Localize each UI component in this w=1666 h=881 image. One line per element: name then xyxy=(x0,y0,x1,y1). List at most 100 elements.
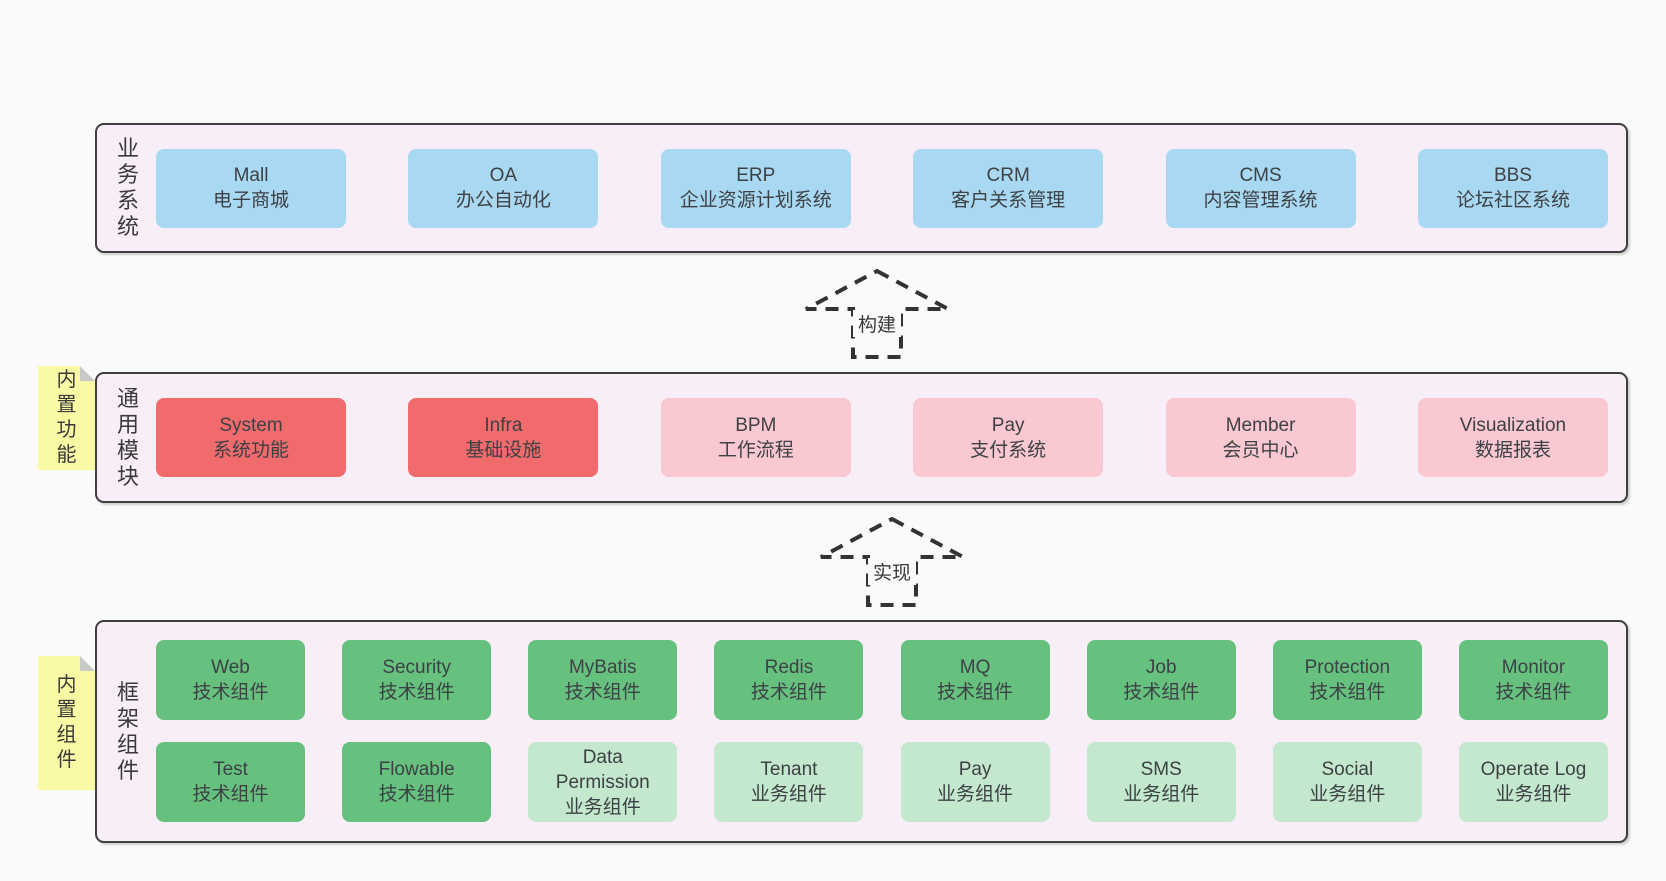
box-subtitle: 技术组件 xyxy=(750,682,827,703)
box-test: Test 技术组件 xyxy=(156,742,305,822)
box-operate-log: Operate Log 业务组件 xyxy=(1458,742,1608,822)
box-infra: Infra 基础设施 xyxy=(408,398,599,477)
arrow-implement: 实现 xyxy=(817,516,967,608)
box-subtitle: 业务组件 xyxy=(937,784,1014,805)
box-mq: MQ 技术组件 xyxy=(900,640,1050,720)
box-title: MQ xyxy=(959,657,991,678)
box-title: Web xyxy=(211,657,250,678)
box-subtitle: 支付系统 xyxy=(970,439,1047,461)
box-subtitle: 业务组件 xyxy=(1309,784,1386,805)
box-subtitle: 系统功能 xyxy=(212,439,289,461)
box-tenant: Tenant 业务组件 xyxy=(714,742,864,822)
box-title: Social xyxy=(1321,759,1374,780)
box-title: Flowable xyxy=(378,759,455,780)
box-subtitle: 技术组件 xyxy=(937,682,1014,703)
box-title: SMS xyxy=(1140,759,1182,780)
sticky-note-builtin-features-label: 内 置 功 能 xyxy=(56,369,77,466)
box-title: MyBatis xyxy=(568,657,637,678)
box-web: Web 技术组件 xyxy=(156,640,305,720)
box-subtitle: 技术组件 xyxy=(564,682,641,703)
box-system: System 系统功能 xyxy=(156,398,346,477)
box-title: Redis xyxy=(764,657,814,678)
box-subtitle: 技术组件 xyxy=(1309,682,1386,703)
box-row: Mall 电子商城 OA 办公自动化 ERP 企业资源计划系统 CRM 客户关系管理 CMS 内容… xyxy=(156,148,1608,228)
box-title: BPM xyxy=(735,414,777,436)
arrow-implement-label: 实现 xyxy=(867,558,917,585)
section-business-systems: 业 务 系 统 Mall 电子商城 OA 办公自动化 ERP 企业资源计划系统 CRM 客户关… xyxy=(95,123,1628,253)
box-job: Job 技术组件 xyxy=(1086,640,1236,720)
box-crm: CRM 客户关系管理 xyxy=(913,148,1104,228)
box-monitor: Monitor 技术组件 xyxy=(1458,640,1608,720)
box-member: Member 会员中心 xyxy=(1165,398,1356,477)
box-subtitle: 技术组件 xyxy=(192,682,269,703)
section-label-common-modules: 通 用 模 块 xyxy=(116,385,139,489)
box-redis: Redis 技术组件 xyxy=(714,640,864,720)
box-subtitle: 论坛社区系统 xyxy=(1455,190,1570,211)
box-title: Member xyxy=(1225,414,1296,436)
box-title: CMS xyxy=(1239,165,1282,186)
box-subtitle: 技术组件 xyxy=(1495,682,1572,703)
box-bpm: BPM 工作流程 xyxy=(660,398,851,477)
box-subtitle: 技术组件 xyxy=(378,682,455,703)
arrow-up-dashed-icon xyxy=(820,516,964,607)
box-pay: Pay 业务组件 xyxy=(900,742,1050,822)
arrow-build: 构建 xyxy=(802,268,952,360)
box-subtitle: 办公自动化 xyxy=(455,190,551,211)
box-subtitle: 基础设施 xyxy=(465,439,542,461)
box-subtitle: 业务组件 xyxy=(1123,784,1200,805)
box-security: Security 技术组件 xyxy=(342,640,492,720)
box-protection: Protection 技术组件 xyxy=(1272,640,1422,720)
box-bbs: BBS 论坛社区系统 xyxy=(1417,148,1608,228)
box-title: Monitor xyxy=(1501,657,1566,678)
box-title: Infra xyxy=(484,414,523,436)
box-title: OA xyxy=(489,165,518,186)
box-subtitle: 业务组件 xyxy=(750,784,827,805)
box-sms: SMS 业务组件 xyxy=(1086,742,1236,822)
box-erp: ERP 企业资源计划系统 xyxy=(660,148,851,228)
box-subtitle: 技术组件 xyxy=(378,784,455,805)
box-title: BBS xyxy=(1493,165,1532,186)
section-label-framework-components: 框 架 组 件 xyxy=(116,679,139,783)
sticky-note-builtin-components: 内 置 组 件 xyxy=(38,656,95,790)
sticky-note-builtin-features: 内 置 功 能 xyxy=(38,366,95,470)
box-subtitle: 电子商城 xyxy=(212,190,289,211)
box-title: Test xyxy=(213,759,248,780)
box-subtitle: 客户关系管理 xyxy=(951,190,1066,211)
box-title: Job xyxy=(1145,657,1177,678)
box-subtitle: 数据报表 xyxy=(1474,439,1551,461)
box-mall: Mall 电子商城 xyxy=(156,148,346,228)
sticky-note-builtin-components-label: 内 置 组 件 xyxy=(56,674,77,771)
box-title: Security xyxy=(382,657,451,678)
business-systems-boxes: Mall 电子商城 OA 办公自动化 ERP 企业资源计划系统 CRM 客户关系管理 CMS 内容… xyxy=(144,125,1626,251)
box-subtitle: 业务组件 xyxy=(1495,784,1572,805)
box-title: ERP xyxy=(736,165,776,186)
section-label-business-systems: 业 务 系 统 xyxy=(116,136,139,239)
box-flowable: Flowable 技术组件 xyxy=(342,742,492,822)
box-subtitle: 技术组件 xyxy=(192,784,269,805)
box-title: Protection xyxy=(1304,657,1391,678)
box-title: Visualization xyxy=(1459,414,1567,436)
box-title: CRM xyxy=(986,165,1030,186)
box-title: System xyxy=(219,414,283,436)
box-subtitle: 工作流程 xyxy=(717,439,794,461)
arrow-build-label: 构建 xyxy=(852,310,902,337)
box-title: Mall xyxy=(233,165,269,186)
box-subtitle: 内容管理系统 xyxy=(1203,190,1318,211)
box-title: Operate Log xyxy=(1480,759,1587,780)
box-subtitle: 业务组件 xyxy=(564,796,641,818)
box-title: Tenant xyxy=(760,759,818,780)
box-subtitle: 会员中心 xyxy=(1222,439,1299,461)
box-subtitle: 企业资源计划系统 xyxy=(679,190,832,211)
box-visualization: Visualization 数据报表 xyxy=(1417,398,1608,477)
box-title: Pay xyxy=(958,759,992,780)
box-subtitle: 技术组件 xyxy=(1123,682,1200,703)
